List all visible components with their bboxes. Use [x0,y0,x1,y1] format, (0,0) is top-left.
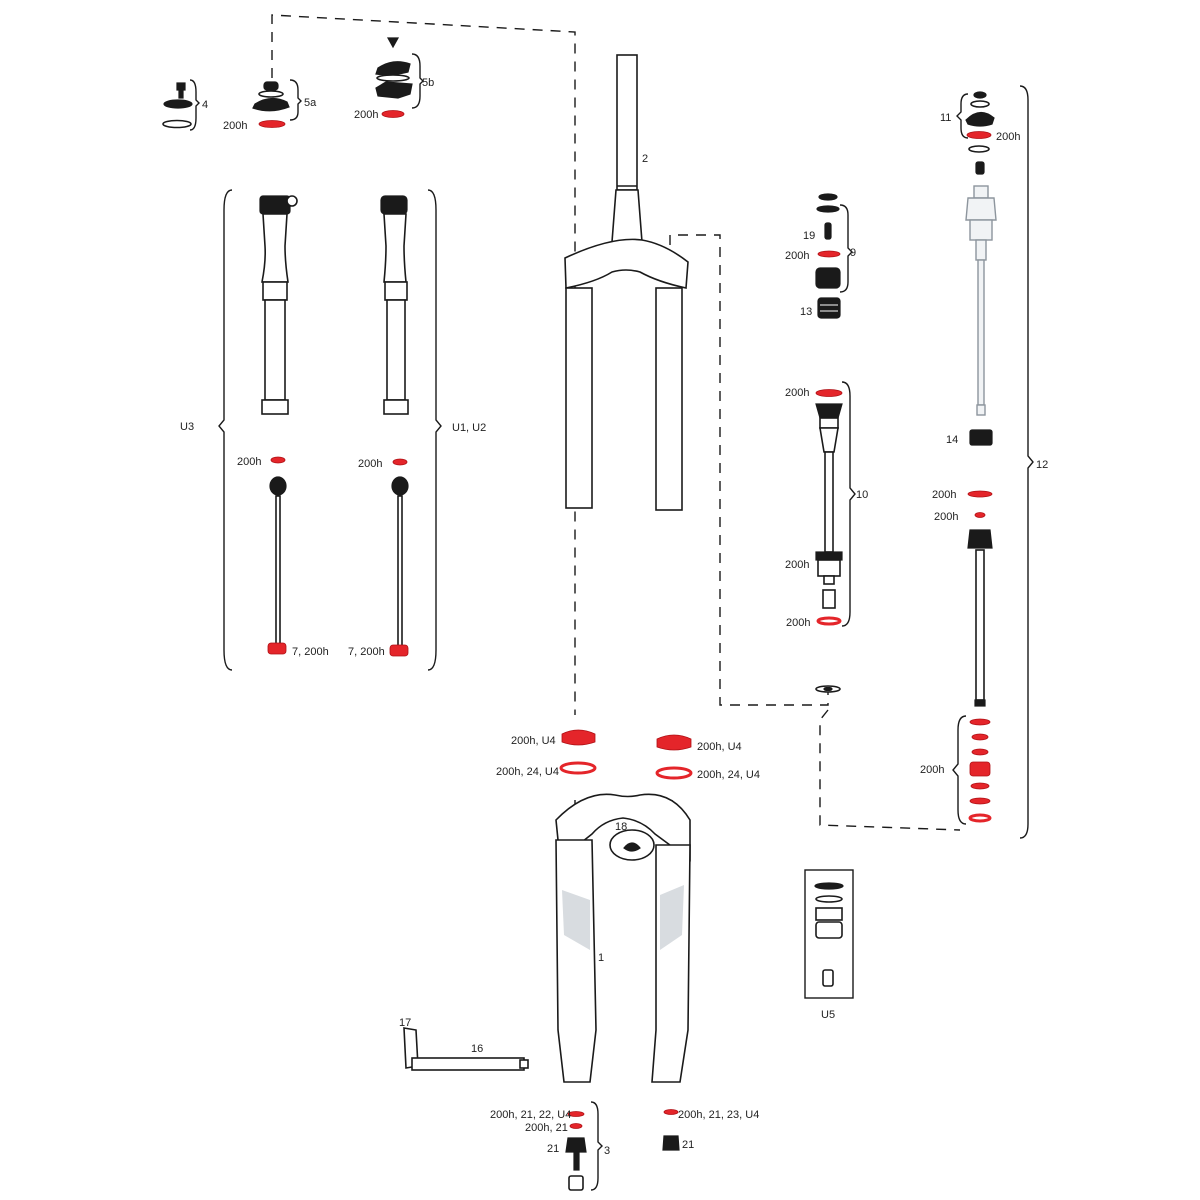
label-part-3: 3 [604,1145,610,1157]
label-part-16: 16 [471,1043,483,1055]
label-seal-right-2: 200h, 24, U4 [697,769,760,781]
label-200h-10-mid: 200h [785,559,809,571]
label-200h-5a: 200h [223,120,247,132]
part-4-top-cap [162,79,200,131]
part-2-crown-steerer-uppers [564,54,689,511]
label-part-18: 18 [615,821,627,833]
part-11-damper-top-cap [956,91,995,153]
label-200h-12-a: 200h [932,489,956,501]
left-damper-internal-u3 [259,195,298,655]
label-part-9: 9 [850,247,856,259]
label-seal-right-1: 200h, U4 [697,741,742,753]
label-200h-11: 200h [996,131,1020,143]
label-200h-left-2: 200h [358,458,382,470]
left-damper-internal-u1-u2 [380,195,409,657]
label-seal-left-2: 200h, 24, U4 [496,766,559,778]
label-200h-12-c: 200h [920,764,944,776]
brace-u3 [218,189,233,671]
label-u3: U3 [180,421,194,433]
label-bottom-left-1: 200h, 21, 22, U4 [490,1109,571,1121]
label-bottom-right-1: 200h, 21, 23, U4 [678,1109,759,1121]
label-200h-10-top: 200h [785,387,809,399]
label-part-4: 4 [202,99,208,111]
part-1-lower-legs [555,793,691,1083]
label-7-200h-left-1: 7, 200h [292,646,329,658]
label-part-12: 12 [1036,459,1048,471]
part-5b-lockout-lever [375,37,424,118]
dashed-leader-lines [271,14,961,1075]
label-7-200h-left-2: 7, 200h [348,646,385,658]
u5-kit-box [804,869,854,999]
bottom-hardware-right [662,1109,680,1151]
part-12-damper-cartridge [952,161,997,825]
label-200h-10-bottom: 200h [786,617,810,629]
brace-u1-u2 [427,189,442,671]
label-200h-5b: 200h [354,109,378,121]
right-dust-seal-and-foam-ring [655,734,693,780]
brace-part-12 [1019,85,1034,839]
part-13-top-cap-nut [817,297,841,319]
label-part-17: 17 [399,1017,411,1029]
label-200h-9: 200h [785,250,809,262]
label-part-5b: 5b [422,77,434,89]
label-bottom-right-2: 21 [682,1139,694,1151]
part-9-adjuster-assembly [815,193,853,293]
part-10-air-shaft-assembly [815,381,856,627]
part-5a-knob-assembly [252,79,302,128]
label-part-19: 19 [803,230,815,242]
label-part-11: 11 [940,112,951,124]
label-part-14: 14 [946,434,958,446]
label-u1-u2: U1, U2 [452,422,486,434]
label-seal-left-1: 200h, U4 [511,735,556,747]
label-bottom-left-2: 200h, 21 [525,1122,568,1134]
label-part-5a: 5a [304,97,317,109]
label-u5: U5 [821,1009,835,1021]
label-part-2: 2 [642,153,648,165]
part-10-bottom-clip [815,685,841,693]
label-200h-12-b: 200h [934,511,958,523]
left-dust-seal-and-foam-ring [559,729,597,775]
label-part-13: 13 [800,306,812,318]
part-3-bottom-hardware-left [565,1101,603,1191]
label-bottom-left-3: 21 [547,1143,559,1155]
part-16-17-thru-axle [403,1027,529,1071]
label-part-10: 10 [856,489,868,501]
label-200h-left-1: 200h [237,456,261,468]
label-part-1: 1 [598,952,604,964]
